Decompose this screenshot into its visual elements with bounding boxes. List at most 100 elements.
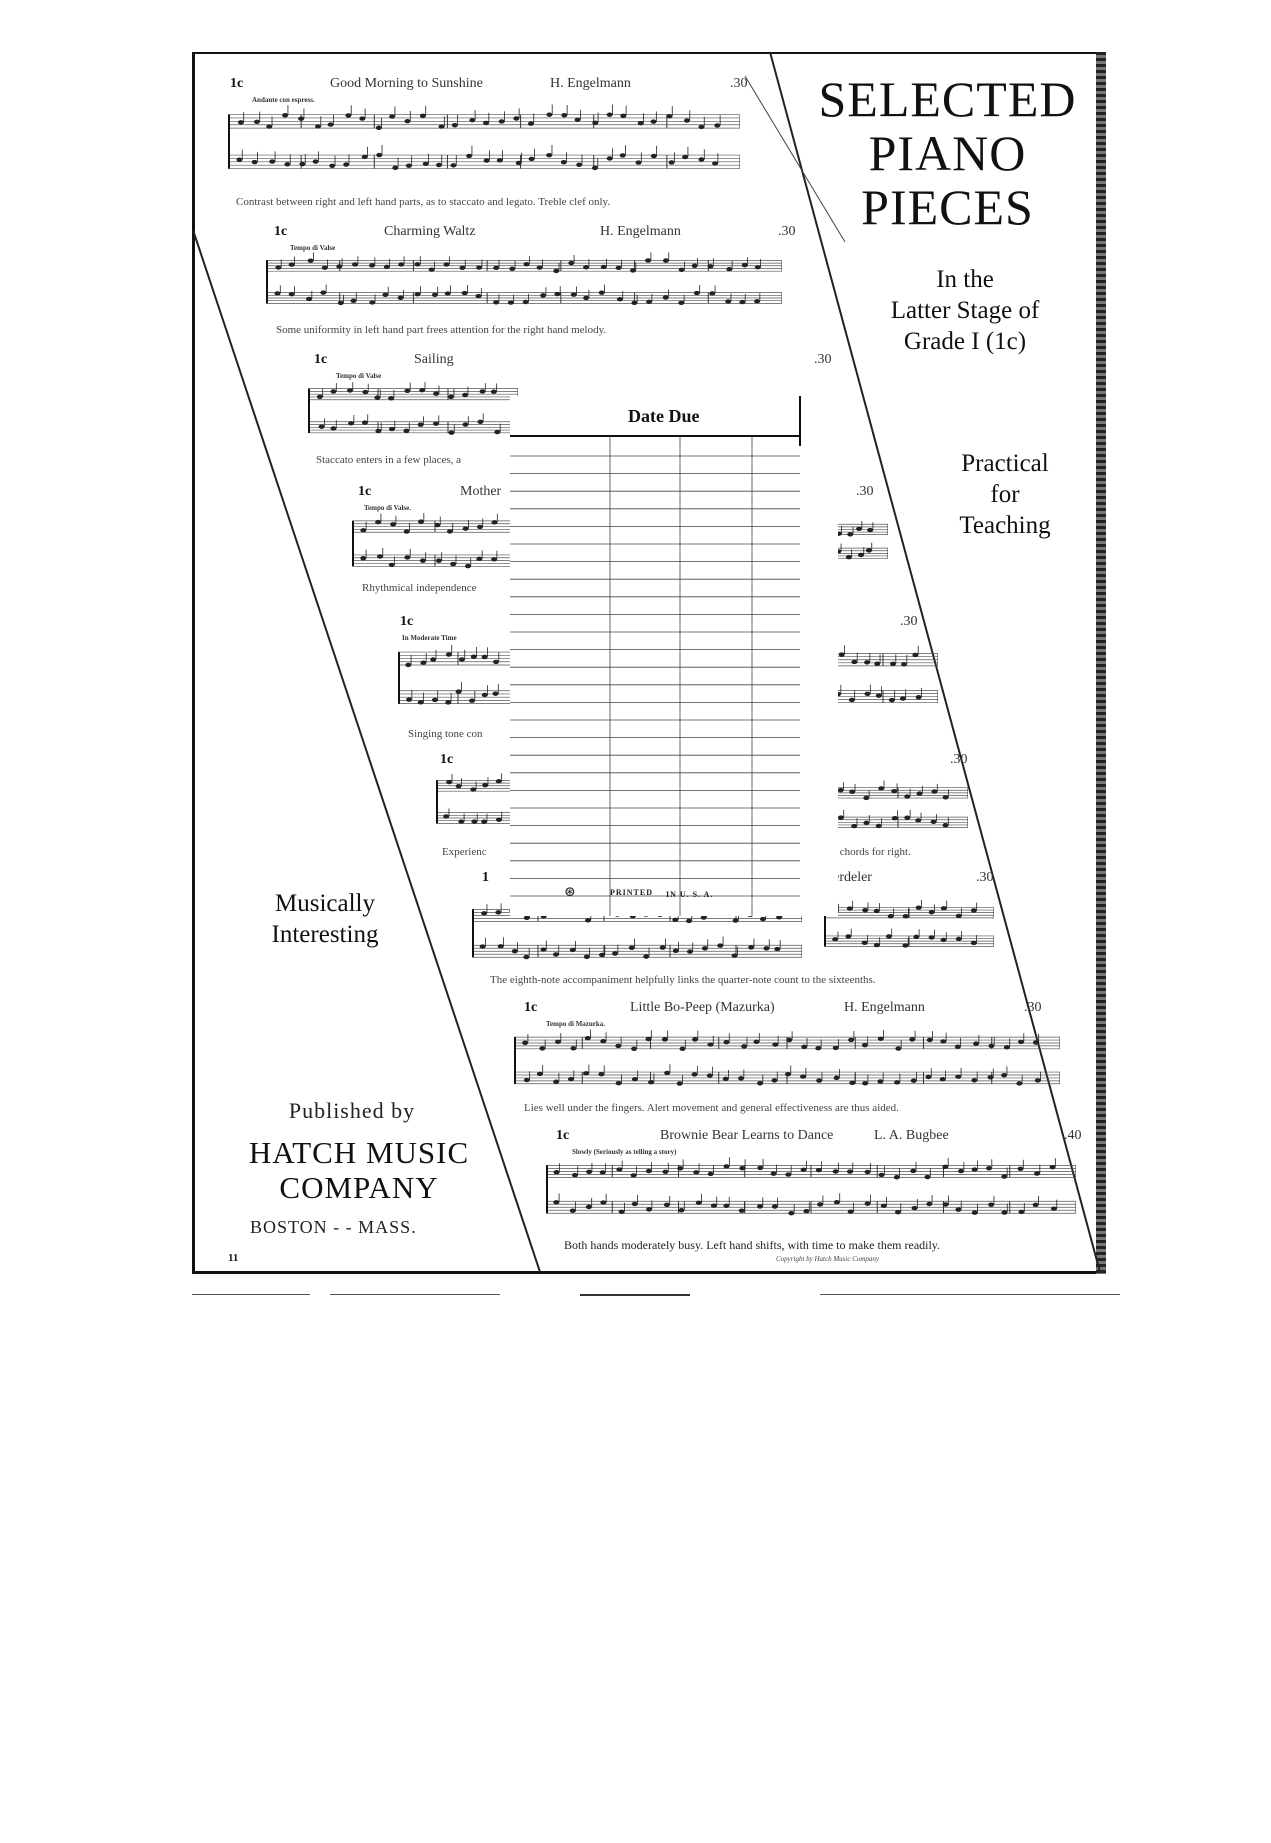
piece-tempo: Tempo di Valse [336,372,382,380]
piece-title: Brownie Bear Learns to Dance [660,1128,834,1143]
music-staff [828,780,968,844]
piece-header: 1c Mother .30 [358,484,874,502]
piece-caption: Singing tone con [408,728,483,740]
piece-tempo: Tempo di Valse [290,244,336,252]
piece-grade: 1c [556,1128,570,1143]
date-due-grid [510,396,801,916]
practical-note: Practical for Teaching [930,448,1080,541]
staff-drawing [824,900,994,948]
music-staff [436,772,518,842]
subhead-line-2: Latter Stage of [890,297,1040,324]
musically-line-1: Musically [275,890,375,917]
musically-note: Musically Interesting [250,888,400,950]
headline-line-1: SELECTED [818,71,1077,127]
subhead-line-1: In the [936,266,994,293]
music-staff [352,512,518,586]
piece-title: Charming Waltz [384,224,476,239]
piece-header: 1c .30 [440,752,970,770]
scan-rule [330,1294,500,1295]
piece-tempo: Tempo di Valse. [364,504,412,512]
staff-drawing [228,104,740,171]
staff-drawing [308,381,518,435]
piece-caption: Some uniformity in left hand part frees … [276,324,607,336]
music-staff [514,1028,1060,1104]
piece-caption: Both hands moderately busy. Left hand sh… [564,1238,941,1252]
piece-title: Mother [460,484,502,499]
music-staff [546,1156,1076,1234]
piece-grade: 1c [358,484,372,499]
piece-grade: 1c [400,614,414,629]
piece-tempo: Tempo di Mazurka. [546,1020,606,1028]
piece-price: .30 [730,76,748,91]
piece-price: .30 [976,870,994,885]
copyright-line: Copyright by Hatch Music Company [776,1255,880,1263]
piece-caption: Lies well under the fingers. Alert movem… [524,1102,899,1114]
frame-right-edge [1096,52,1106,1274]
music-staff [228,104,740,192]
printed-label: PRINTED [610,888,654,897]
piece-price: .30 [1024,1000,1042,1015]
grade-subheading: In the Latter Stage of Grade I (1c) [860,264,1070,357]
piece-grade: 1c [314,352,328,367]
piece-grade: 1c [440,752,454,767]
publisher-line-2: COMPANY [279,1170,439,1205]
headline-line-3: PIECES [861,179,1034,235]
scan-rule [192,1294,310,1295]
musically-line-2: Interesting [271,921,379,948]
piece-header: 1c Brownie Bear Learns to Dance L. A. Bu… [556,1128,1082,1146]
piece-composer: H. Engelmann [844,1000,925,1015]
piece-header: 1c .30 [400,614,918,632]
date-due-card: Date Due ⊛ PRINTED IN U. S. A. [510,396,838,916]
practical-line-2: for [990,481,1020,508]
practical-line-1: Practical [961,450,1049,477]
publisher-name: HATCH MUSIC COMPANY [224,1135,494,1205]
piece-price: .30 [778,224,796,239]
piece-price: .30 [814,352,832,367]
piece-price: .30 [900,614,918,629]
in-usa-label: IN U. S. A. [666,890,714,899]
piece-caption: The eighth-note accompaniment helpfully … [490,974,876,986]
union-label-icon: ⊛ [564,885,576,900]
piece-price: .30 [856,484,874,499]
publisher-line-1: HATCH MUSIC [248,1135,470,1170]
page-number: 11 [228,1252,239,1264]
piece-grade: 1c [274,224,288,239]
music-staff [828,644,938,724]
music-staff [308,380,518,452]
piece-composer: H. Engelmann [600,224,681,239]
piece-title: Sailing [414,352,454,367]
piece-caption: Rhythmical independence [362,582,477,594]
subhead-line-3: Grade I (1c) [903,328,1027,355]
piece-price: .40 [1064,1128,1082,1143]
piece-header: 1c Sailing .30 [314,352,834,370]
piece-header: 1c Charming Waltz H. Engelmann .30 [274,224,796,242]
piece-title: Good Morning to Sunshine [330,76,483,91]
piece-caption: Contrast between right and left hand par… [236,196,611,208]
staff-drawing [436,773,518,824]
piece-tempo: Andante con espress. [252,96,315,104]
headline: SELECTED PIANO PIECES [800,72,1095,234]
staff-drawing [546,1157,1076,1216]
piece-title: Little Bo-Peep (Mazurka) [630,1000,775,1015]
publisher-city: BOSTON - - MASS. [250,1217,417,1237]
piece-caption: Staccato enters in a few places, a [316,454,462,466]
piece-grade: 1c [230,76,244,91]
piece-price: .30 [950,752,968,767]
staff-drawing [828,645,938,704]
piece-composer: L. A. Bugbee [874,1128,949,1143]
staff-drawing [266,252,782,306]
music-staff [398,642,518,726]
piece-tempo: In Moderate Time [402,634,457,642]
piece-tempo: Slowly (Seriously as telling a story) [572,1148,677,1156]
piece-header: 1c Good Morning to Sunshine H. Engelmann… [230,76,760,94]
piece-grade: 1 [482,870,489,885]
music-staff [266,252,782,322]
piece-header: 1c Little Bo-Peep (Mazurka) H. Engelmann… [524,1000,1042,1018]
staff-drawing [352,513,518,569]
piece-grade: 1c [524,1000,538,1015]
headline-line-2: PIANO [868,125,1027,181]
date-due-title: Date Due [628,406,700,426]
chords-fragment: note chords for right. [818,846,911,858]
practical-line-3: Teaching [959,512,1051,539]
piece-composer: H. Engelmann [550,76,631,91]
